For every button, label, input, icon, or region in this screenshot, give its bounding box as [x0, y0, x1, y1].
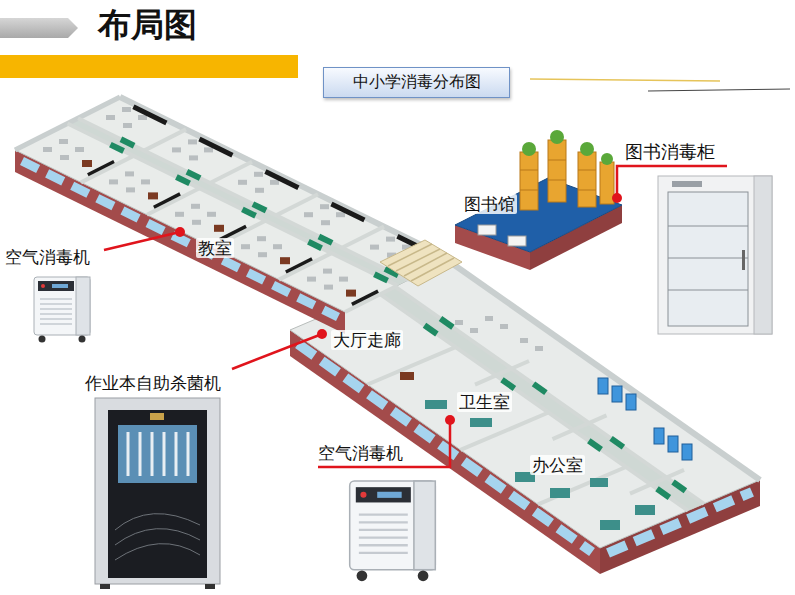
- area-label: 教室: [196, 238, 234, 258]
- subtitle-text: 中小学消毒分布图: [353, 72, 481, 93]
- area-label: 办公室: [530, 455, 585, 475]
- subtitle-box: 中小学消毒分布图: [323, 67, 510, 98]
- device-label: 空气消毒机: [5, 247, 90, 267]
- device-label: 作业本自助杀菌机: [85, 373, 221, 393]
- area-label: 卫生室: [457, 392, 512, 412]
- area-label: 大厅走廊: [331, 330, 403, 350]
- area-label: 图书馆: [462, 194, 517, 214]
- device-label: 图书消毒柜: [625, 141, 715, 163]
- device-label: 空气消毒机: [318, 443, 403, 463]
- page-title: 布局图: [98, 5, 197, 45]
